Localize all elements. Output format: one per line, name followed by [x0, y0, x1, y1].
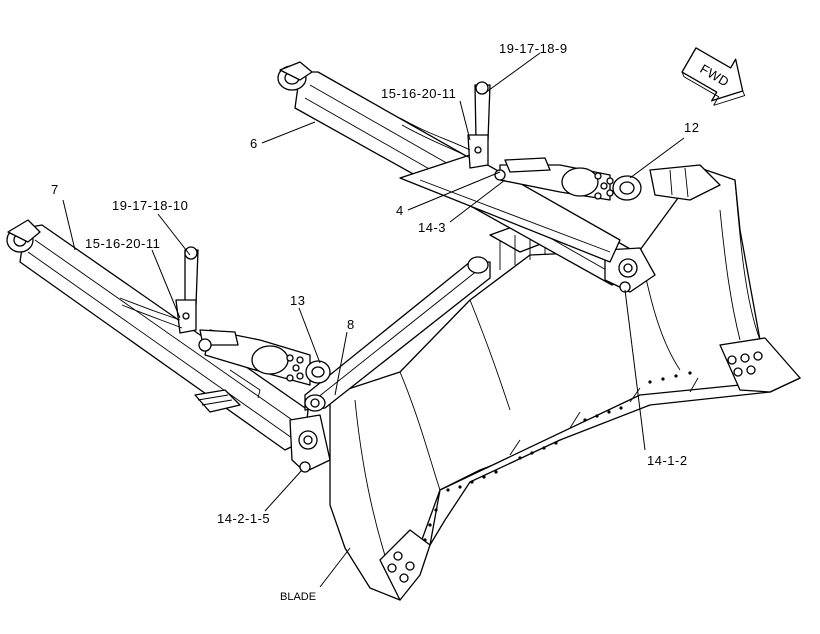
brace-8 [304, 256, 491, 412]
callout-14-3: 14-3 [418, 220, 446, 235]
callout-blade: BLADE [280, 591, 316, 603]
callout-13: 13 [290, 293, 305, 308]
callout-14-1-2: 14-1-2 [647, 453, 688, 468]
push-arm-7 [6, 219, 331, 473]
callout-15-16-20-11-left: 15-16-20-11 [85, 236, 160, 251]
callout-8: 8 [347, 317, 355, 332]
callout-12: 12 [684, 120, 699, 135]
callouts: 19-17-18-9 15-16-20-11 12 6 4 14-3 7 19-… [51, 41, 699, 603]
forward-arrow-icon [681, 47, 746, 106]
leader-lines [62, 52, 685, 588]
tilt-cylinder-12 [494, 157, 721, 201]
cutting-edge-bolts [423, 371, 692, 542]
callout-4: 4 [396, 203, 404, 218]
hose-bracket-left [119, 246, 199, 334]
left-end-bit [379, 529, 431, 601]
blade [329, 167, 801, 601]
callout-15-16-20-11-top: 15-16-20-11 [381, 86, 456, 101]
callout-19-17-18-10: 19-17-18-10 [112, 198, 188, 213]
right-end-bit [719, 337, 801, 393]
tilt-cylinder-13 [198, 329, 331, 386]
callout-19-17-18-9: 19-17-18-9 [499, 41, 568, 56]
hose-bracket-right [399, 81, 491, 169]
callout-6: 6 [250, 136, 258, 151]
callout-7: 7 [51, 182, 59, 197]
callout-14-2-1-5: 14-2-1-5 [217, 511, 270, 526]
